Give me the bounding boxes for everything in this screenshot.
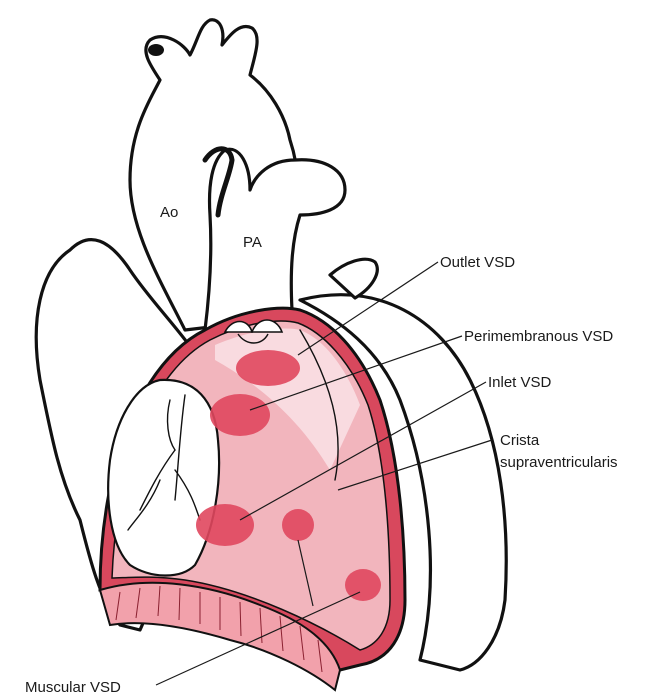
left-atrial-appendage bbox=[330, 259, 377, 298]
muscular-vsd-label: Muscular VSD bbox=[25, 679, 121, 696]
aorta-label: Ao bbox=[160, 204, 178, 221]
pulmonary-artery-label: PA bbox=[243, 234, 262, 251]
aortic-branch-lumen-icon bbox=[148, 44, 164, 56]
outlet-vsd-label: Outlet VSD bbox=[440, 254, 515, 271]
perimembranous-vsd-label: Perimembranous VSD bbox=[464, 328, 613, 345]
muscular-vsd-marker-upper bbox=[282, 509, 314, 541]
inlet-vsd-marker bbox=[196, 504, 254, 546]
outlet-vsd-marker bbox=[236, 350, 300, 386]
crista-label-line2: supraventricularis bbox=[500, 454, 618, 471]
perimembranous-vsd-marker bbox=[210, 394, 270, 436]
inlet-vsd-label: Inlet VSD bbox=[488, 374, 552, 391]
crista-label-line1: Crista bbox=[500, 432, 540, 449]
